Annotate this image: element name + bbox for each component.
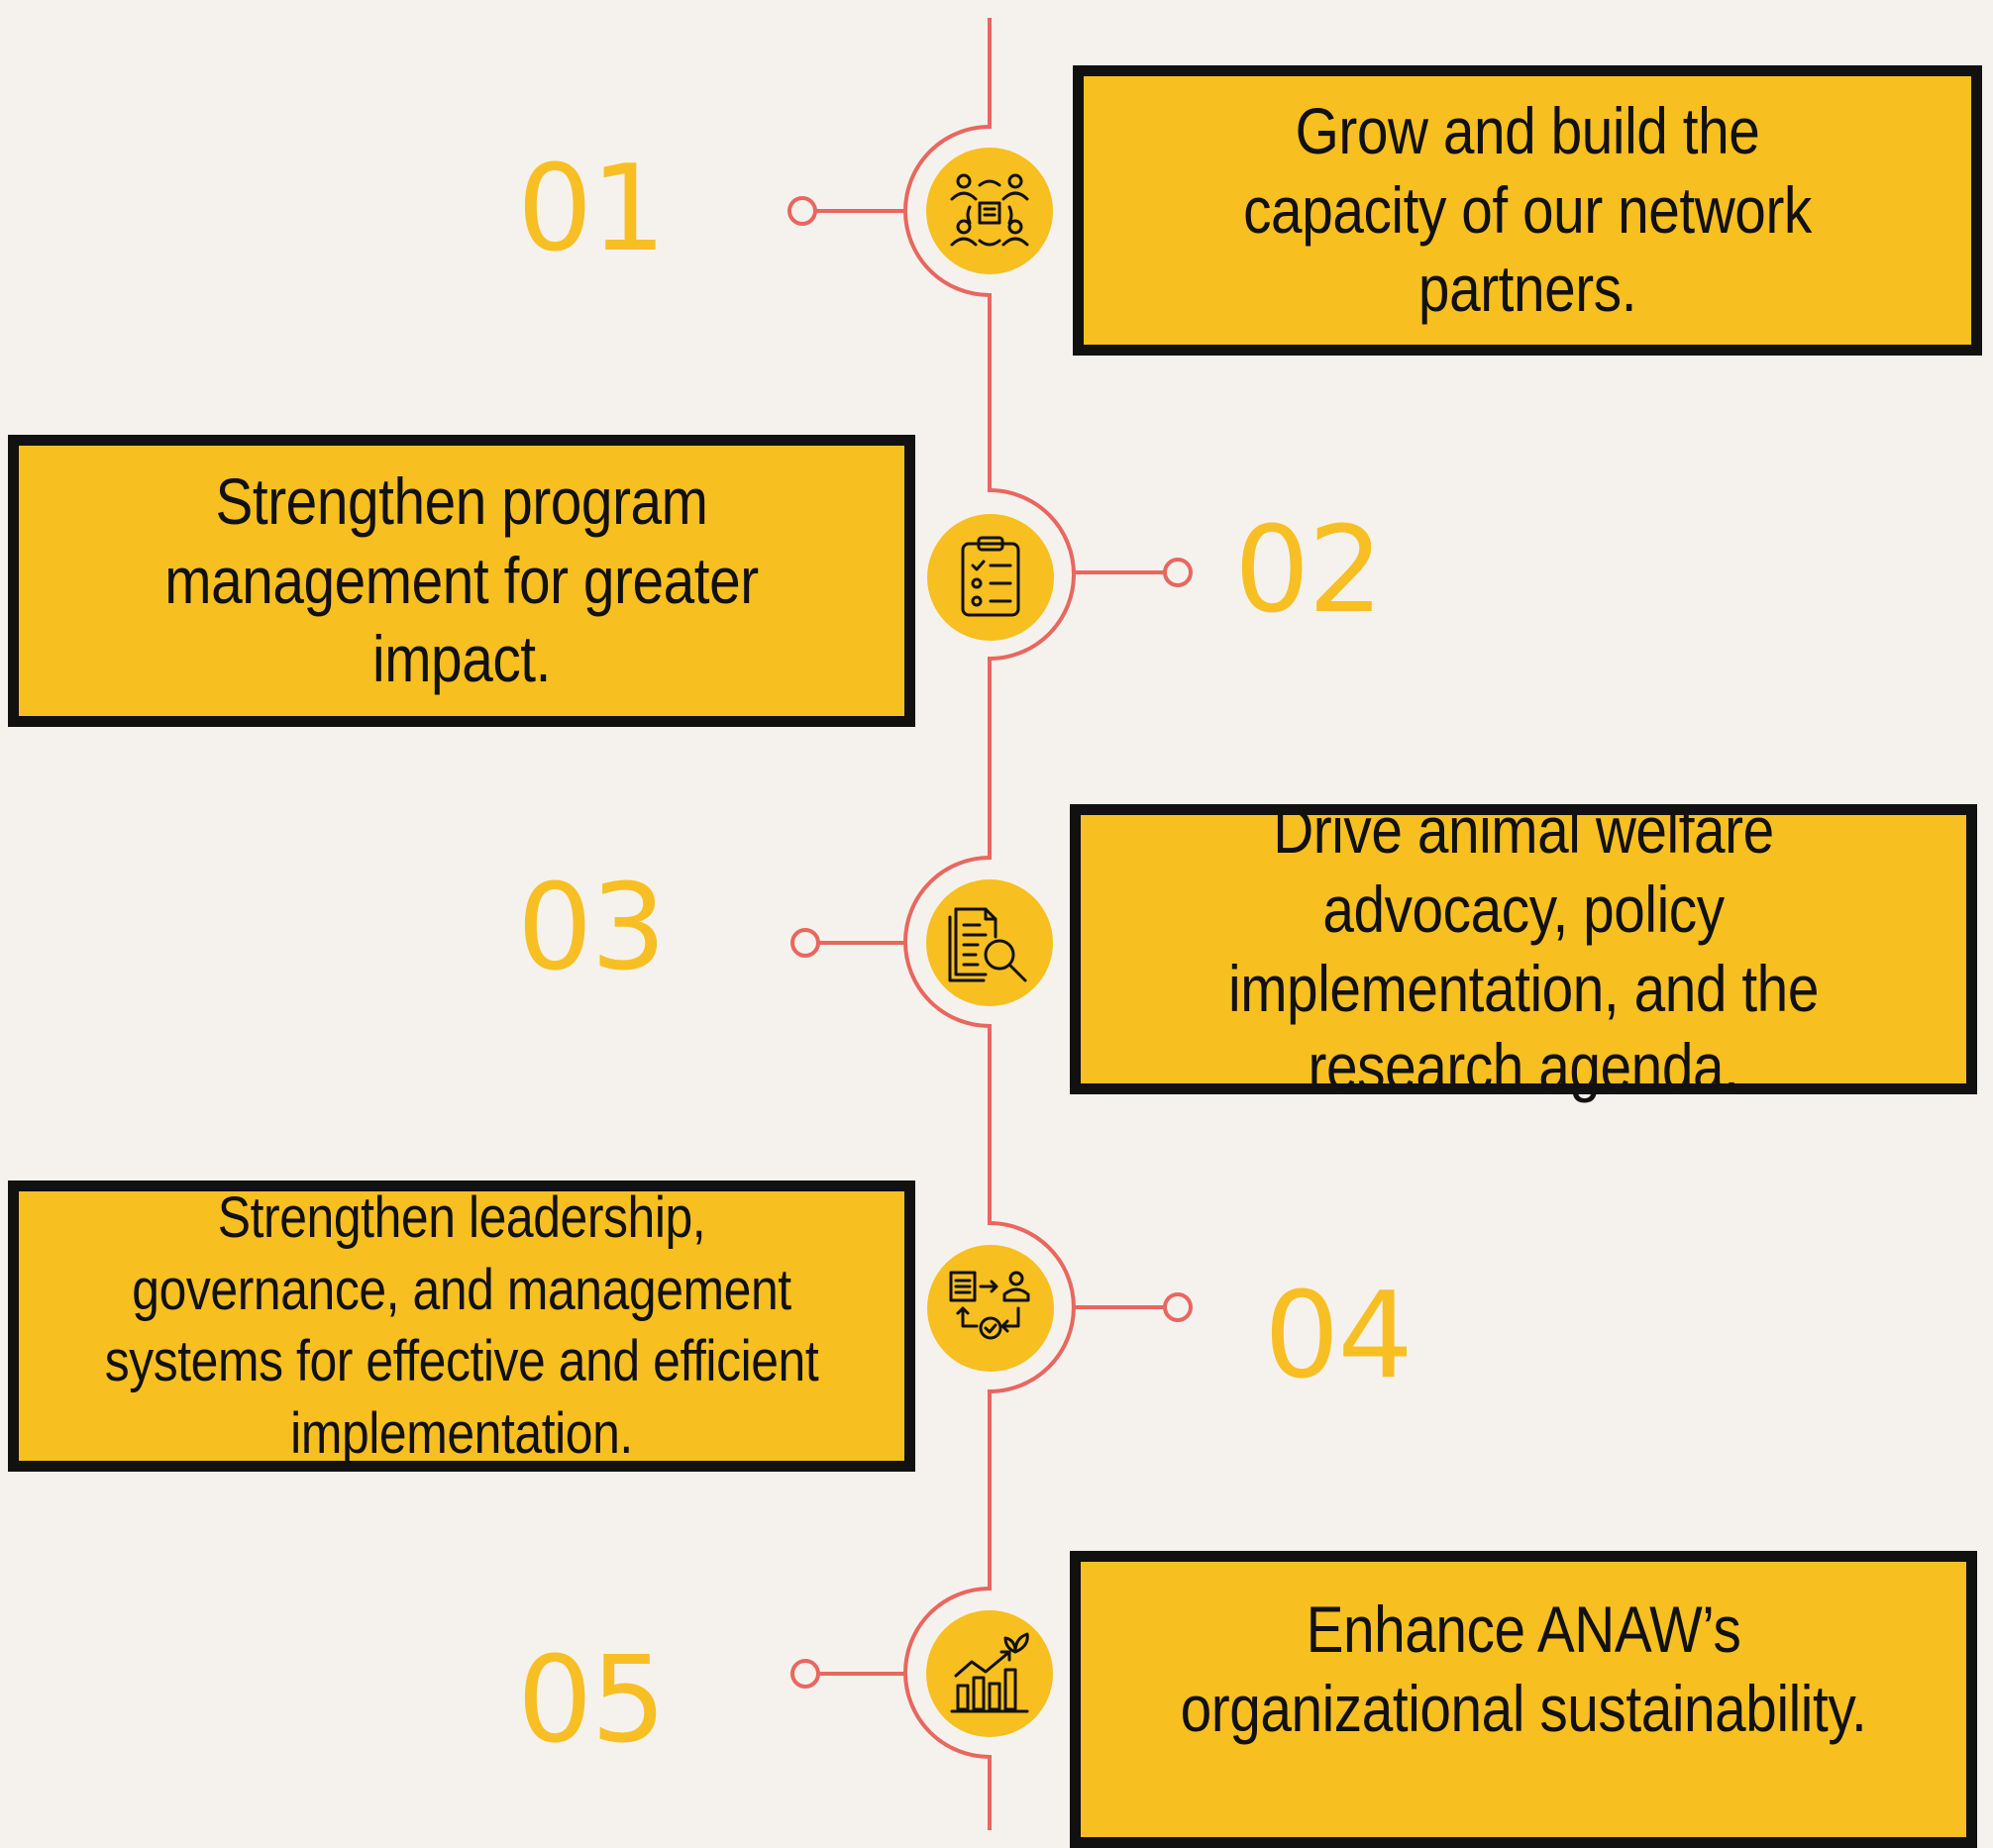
connector-dot-02 — [1163, 558, 1193, 587]
connector-dot-05 — [790, 1659, 820, 1689]
network-partners-icon — [926, 148, 1053, 274]
step-number-05: 05 — [517, 1632, 667, 1770]
workflow-process-icon — [927, 1245, 1054, 1372]
step-box-02: Strengthen program management for greate… — [8, 435, 915, 727]
connector-dot-01 — [787, 196, 817, 226]
step-text-03: Drive animal welfare advocacy, policy im… — [1228, 792, 1819, 1104]
step-text-02: Strengthen program management for greate… — [164, 463, 759, 696]
step-number-04: 04 — [1264, 1268, 1414, 1405]
connector-dot-03 — [790, 928, 820, 958]
step-box-01: Grow and build the capacity of our netwo… — [1073, 65, 1982, 356]
step-box-04: Strengthen leadership, governance, and m… — [8, 1181, 915, 1472]
step-number-01: 01 — [517, 141, 667, 278]
step-text-01: Grow and build the capacity of our netwo… — [1243, 93, 1812, 326]
timeline-line — [903, 18, 1076, 1830]
step-text-05: Enhance ANAW’s organizational sustainabi… — [1180, 1592, 1867, 1745]
checklist-clipboard-icon — [927, 514, 1054, 641]
step-box-05: Enhance ANAW’s organizational sustainabi… — [1070, 1551, 1977, 1848]
step-number-03: 03 — [517, 860, 667, 997]
research-document-magnifier-icon — [926, 879, 1053, 1006]
growth-chart-icon — [926, 1610, 1053, 1737]
step-text-04: Strengthen leadership, governance, and m… — [104, 1185, 819, 1466]
step-box-03: Drive animal welfare advocacy, policy im… — [1070, 793, 1977, 1103]
step-number-02: 02 — [1234, 502, 1384, 640]
connector-dot-04 — [1163, 1292, 1193, 1322]
